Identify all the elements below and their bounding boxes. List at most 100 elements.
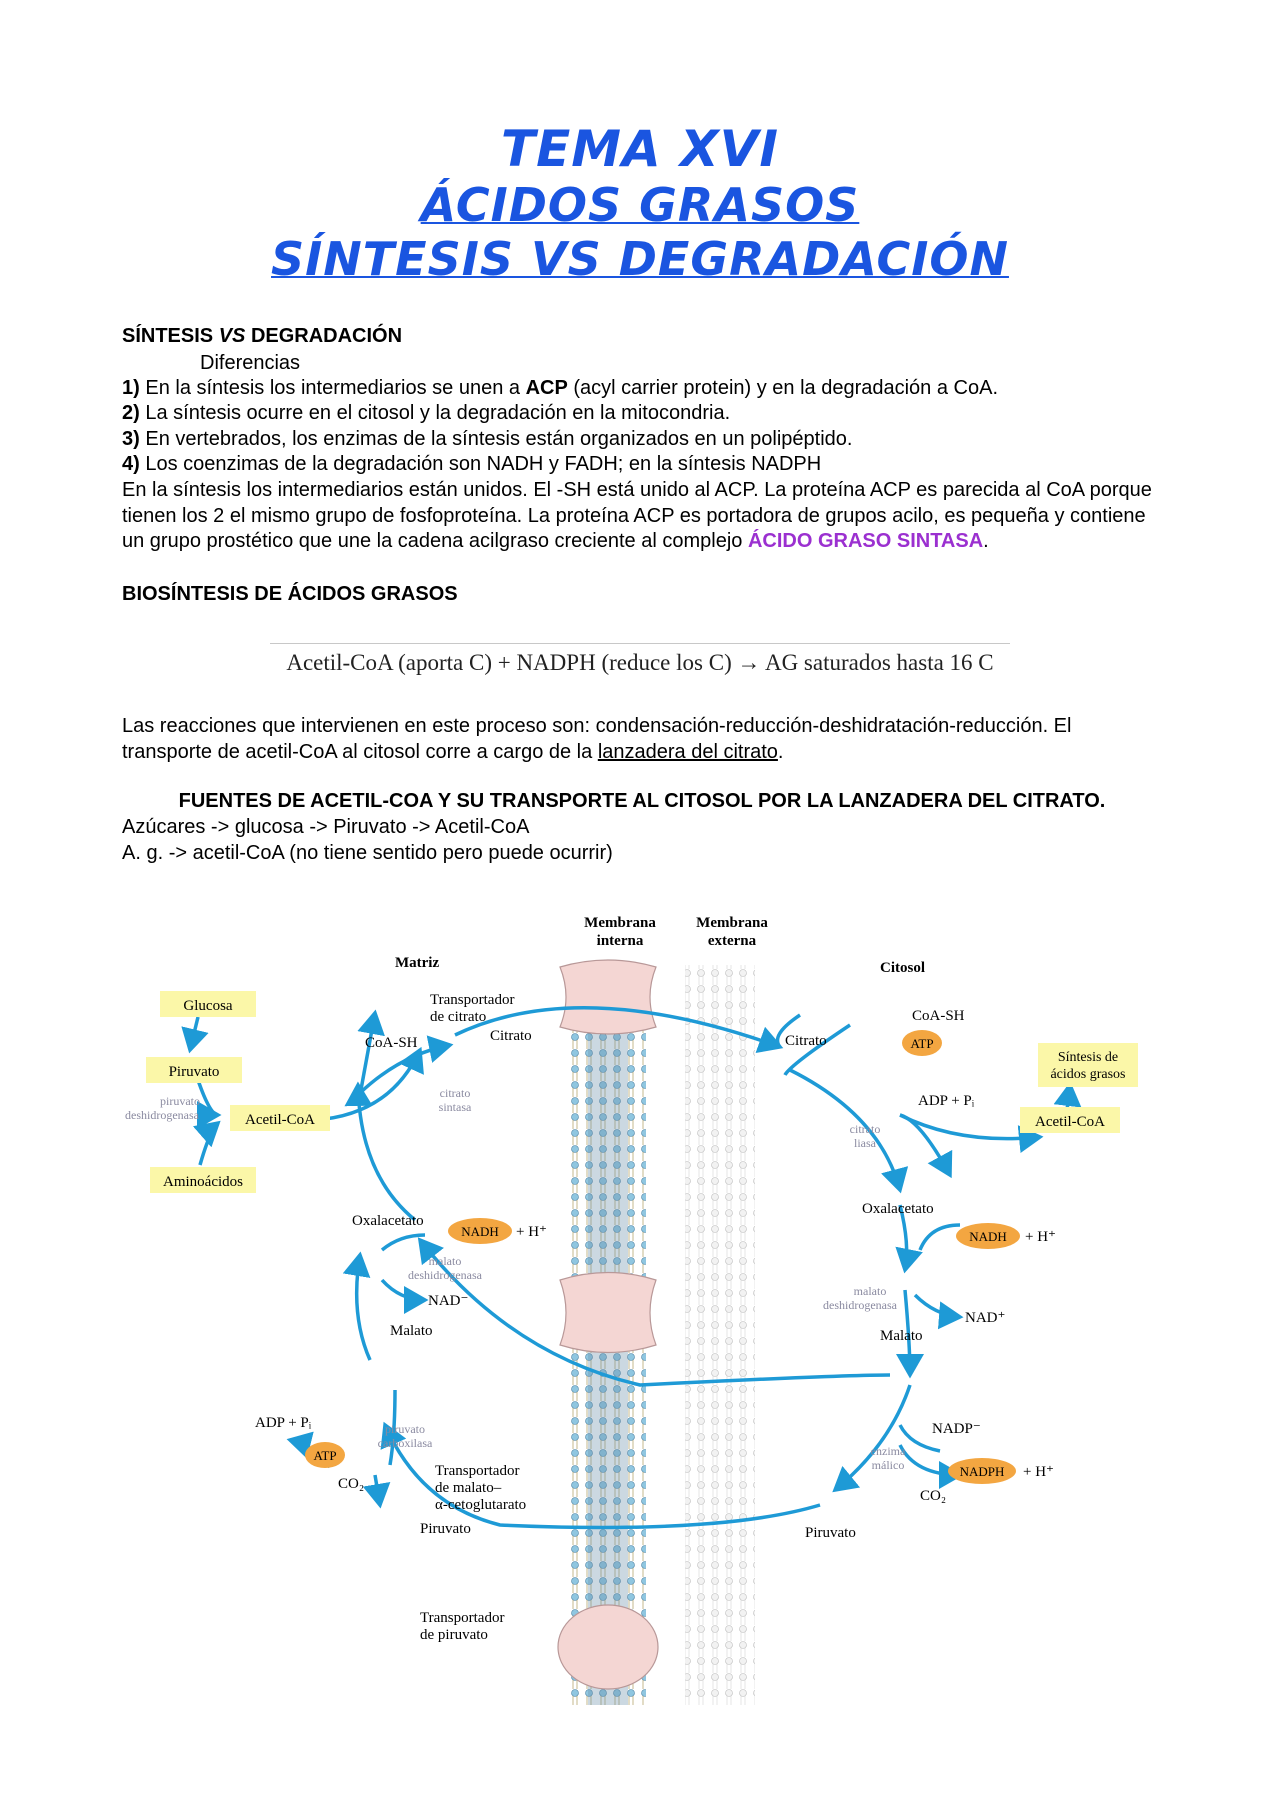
label-matriz: Matriz — [395, 955, 439, 971]
paragraph-acp: En la síntesis los intermediarios están … — [122, 478, 1162, 555]
section-heading-fuentes: FUENTES DE ACETIL-COA Y SU TRANSPORTE AL… — [178, 790, 1106, 812]
highlight-acido-graso-sintasa: ÁCIDO GRASO SINTASA — [747, 530, 984, 552]
list-item-3: 3) En vertebrados, los enzimas de la sín… — [122, 427, 1172, 453]
svg-text:Síntesis de: Síntesis de — [1058, 1050, 1118, 1065]
enzyme-citrato-sintasa-2: sintasa — [439, 1100, 472, 1114]
item-number: 2) — [122, 402, 140, 424]
label-h-right2: + H⁺ — [1023, 1464, 1054, 1480]
label-transportador-piruvato-2: de piruvato — [420, 1627, 488, 1643]
svg-text:ATP: ATP — [313, 1448, 336, 1463]
enzyme-enzima-malico-2: málico — [872, 1458, 905, 1472]
enzyme-enzima-malico: enzima — [871, 1444, 906, 1458]
cofactor-nadph-right: NADPH — [948, 1458, 1016, 1484]
enzyme-citrato-liasa: citrato — [850, 1122, 881, 1136]
cofactor-atp-left: ATP — [305, 1442, 345, 1468]
label-adp-pi-left: ADP + Pᵢ — [255, 1415, 312, 1431]
period: . — [777, 740, 784, 763]
item-number: 1) — [122, 377, 140, 399]
list-item-4: 4) Los coenzimas de la degradación son N… — [122, 452, 1172, 478]
label-transportador-citrato: Transportador — [430, 992, 514, 1008]
citrate-shuttle-diagram: Glucosa Piruvato Acetil-CoA Aminoácidos … — [125, 915, 1138, 1705]
list-item-1: 1) En la síntesis los intermediarios se … — [122, 376, 1172, 402]
item-bold: ACP — [525, 377, 568, 399]
outer-membrane — [685, 965, 755, 1705]
label-membrana-interna: Membrana — [584, 915, 656, 931]
svg-text:Acetil-CoA: Acetil-CoA — [1035, 1114, 1105, 1130]
lanzadera-citrato-link: lanzadera del citrato — [597, 740, 778, 763]
label-citrato-left: Citrato — [490, 1028, 532, 1044]
label-piruvato-right: Piruvato — [805, 1525, 856, 1541]
title-acidos-grasos: ÁCIDOS GRASOS — [420, 178, 860, 232]
svg-text:Acetil-CoA: Acetil-CoA — [245, 1112, 315, 1128]
paragraph-reacciones: Las reacciones que intervienen en este p… — [122, 714, 1162, 765]
cofactor-nadh-left: NADH — [448, 1218, 512, 1244]
enzyme-piruvato-carboxilasa-2: carboxilasa — [378, 1436, 433, 1450]
enzyme-citrato-liasa-2: liasa — [854, 1136, 877, 1150]
enzyme-malato-deshidrogenasa-left-2: deshidrogenasa — [408, 1268, 483, 1282]
label-oxalacetato-left: Oxalacetato — [352, 1213, 424, 1229]
label-citosol: Citosol — [880, 960, 925, 976]
heading-part: SÍNTESIS — [122, 325, 219, 347]
label-transportador-malato-3: α-cetoglutarato — [435, 1497, 526, 1513]
label-coa-sh-left: CoA-SH — [365, 1035, 418, 1051]
label-membrana-externa-2: externa — [708, 933, 757, 949]
enzyme-citrato-sintasa: citrato — [440, 1086, 471, 1100]
cofactor-nadh-right: NADH — [956, 1223, 1020, 1249]
formula: Acetil-CoA (aporta C) + NADPH (reduce lo… — [286, 650, 994, 675]
citrate-transporter-shape — [559, 959, 657, 1035]
section-heading-biosintesis: BIOSÍNTESIS DE ÁCIDOS GRASOS — [122, 583, 458, 605]
paragraph-text: Las reacciones que intervienen en este p… — [122, 715, 1072, 763]
label-nad-right: NAD⁺ — [965, 1310, 1005, 1326]
svg-text:Piruvato: Piruvato — [169, 1064, 220, 1080]
section-heading-sintesis-vs-degradacion: SÍNTESIS VS DEGRADACIÓN — [122, 325, 402, 348]
label-adp-pi-right: ADP + Pᵢ — [918, 1093, 975, 1109]
label-oxalacetato-right: Oxalacetato — [862, 1201, 934, 1217]
period: . — [983, 530, 989, 552]
svg-text:Aminoácidos: Aminoácidos — [163, 1174, 243, 1190]
title-tema: TEMA XVI — [501, 120, 779, 178]
label-piruvato-left: Piruvato — [420, 1521, 471, 1537]
label-malato-right: Malato — [880, 1328, 923, 1344]
svg-text:ATP: ATP — [910, 1036, 933, 1051]
malate-transporter-shape — [559, 1271, 657, 1354]
label-co2-right: CO₂ — [920, 1488, 946, 1504]
svg-text:NADH: NADH — [969, 1229, 1007, 1244]
item-text: La síntesis ocurre en el citosol y la de… — [139, 402, 731, 424]
box-piruvato: Piruvato — [146, 1057, 242, 1083]
label-transportador-piruvato: Transportador — [420, 1610, 504, 1626]
enzyme-piruvato-deshidrogenasa-2: deshidrogenasa — [125, 1108, 200, 1122]
item-number: 3) — [122, 428, 140, 450]
label-membrana-externa: Membrana — [696, 915, 768, 931]
pathway-arrows — [181, 1006, 1082, 1530]
label-h-left: + H⁺ — [516, 1224, 547, 1240]
heading-vs: VS — [218, 325, 246, 347]
enzyme-malato-deshidrogenasa-right-2: deshidrogenasa — [823, 1298, 898, 1312]
label-malato-left: Malato — [390, 1323, 433, 1339]
label-h-right: + H⁺ — [1025, 1229, 1056, 1245]
formula-rule — [270, 643, 1010, 644]
line-acidos-grasos: A. g. -> acetil-CoA (no tiene sentido pe… — [122, 842, 613, 864]
enzyme-piruvato-carboxilasa: piruvato — [385, 1422, 425, 1436]
item-number: 4) — [122, 453, 140, 475]
paragraph-text: En la síntesis los intermediarios están … — [122, 479, 1152, 552]
title-sintesis-vs-degradacion: SÍNTESIS VS DEGRADACIÓN — [271, 232, 1009, 286]
item-text: (acyl carrier protein) y en la degradaci… — [567, 377, 999, 399]
box-glucosa: Glucosa — [160, 991, 256, 1017]
label-nad-left: NAD⁻ — [428, 1293, 468, 1309]
item-text: En vertebrados, los enzimas de la síntes… — [139, 428, 853, 450]
box-sintesis: Síntesis de ácidos grasos — [1038, 1043, 1138, 1087]
svg-text:ácidos grasos: ácidos grasos — [1050, 1067, 1125, 1082]
enzyme-piruvato-deshidrogenasa: piruvato — [160, 1094, 200, 1108]
svg-text:NADH: NADH — [461, 1224, 499, 1239]
label-transportador-citrato-2: de citrato — [430, 1009, 486, 1025]
label-nadp-right: NADP⁻ — [932, 1421, 981, 1437]
box-acetil-coa-left: Acetil-CoA — [230, 1105, 330, 1131]
label-transportador-malato: Transportador — [435, 1463, 519, 1479]
item-text: Los coenzimas de la degradación son NADH… — [139, 453, 822, 475]
cofactor-atp-right: ATP — [902, 1030, 942, 1056]
list-item-2: 2) La síntesis ocurre en el citosol y la… — [122, 401, 1172, 427]
label-coa-sh-right: CoA-SH — [912, 1008, 965, 1024]
box-acetil-coa-right: Acetil-CoA — [1020, 1107, 1120, 1133]
svg-text:NADPH: NADPH — [960, 1464, 1005, 1479]
item-text: En la síntesis los intermediarios se une… — [139, 377, 526, 399]
